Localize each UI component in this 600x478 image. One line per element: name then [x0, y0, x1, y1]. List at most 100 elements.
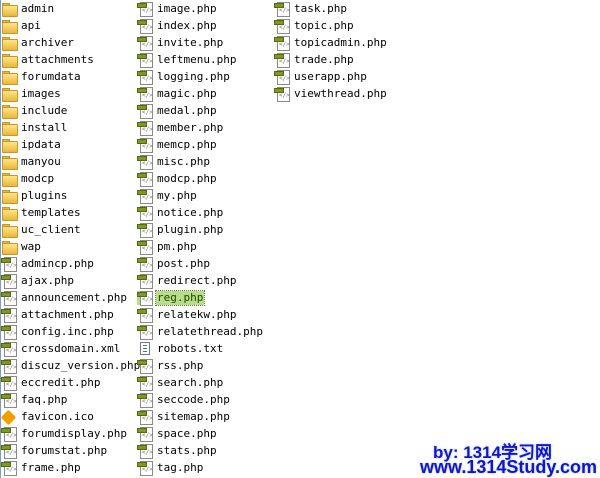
php-file-icon: </>	[1, 460, 17, 476]
item-label: my.php	[157, 188, 197, 202]
file-item[interactable]: </>plugin.php	[137, 221, 264, 238]
folder-item[interactable]: archiver	[1, 34, 141, 51]
folder-icon	[1, 87, 18, 102]
file-item[interactable]: </>frame.php	[1, 459, 141, 476]
folder-icon	[1, 206, 18, 221]
file-item[interactable]: </>redirect.php	[137, 272, 264, 289]
folder-item[interactable]: modcp	[1, 170, 141, 187]
file-item[interactable]: </>userapp.php	[274, 68, 388, 85]
item-label: faq.php	[21, 392, 68, 406]
php-file-icon: </>	[137, 205, 153, 221]
php-file-icon: </>	[1, 307, 17, 323]
file-item[interactable]: </>topic.php	[274, 17, 388, 34]
file-item[interactable]: </>pm.php	[137, 238, 264, 255]
item-label: include	[21, 103, 68, 117]
php-file-icon: </>	[137, 460, 153, 476]
folder-item[interactable]: wap	[1, 238, 141, 255]
php-file-icon: </>	[274, 18, 290, 34]
php-file-icon: </>	[137, 324, 153, 340]
file-item[interactable]: </>post.php	[137, 255, 264, 272]
file-item[interactable]: </>forumdisplay.php	[1, 425, 141, 442]
item-label: admin	[21, 1, 55, 15]
file-item[interactable]: </>viewthread.php	[274, 85, 388, 102]
file-item[interactable]: favicon.ico	[0, 408, 141, 425]
file-item[interactable]: </>crossdomain.xml	[1, 340, 141, 357]
file-item[interactable]: </>leftmenu.php	[137, 51, 264, 68]
folder-item[interactable]: include	[1, 102, 141, 119]
php-file-icon: </>	[137, 443, 153, 459]
file-item[interactable]: </>notice.php	[137, 204, 264, 221]
item-label: image.php	[157, 1, 217, 15]
file-item[interactable]: </>forumstat.php	[1, 442, 141, 459]
item-label: ipdata	[21, 137, 61, 151]
text-file-icon	[137, 341, 153, 356]
file-item[interactable]: </>modcp.php	[137, 170, 264, 187]
file-item[interactable]: </>memcp.php	[137, 136, 264, 153]
folder-item[interactable]: templates	[1, 204, 141, 221]
folder-item[interactable]: attachments	[1, 51, 141, 68]
watermark-line-2: www.1314Study.com	[420, 457, 598, 477]
file-item[interactable]: robots.txt	[137, 340, 264, 357]
folder-item[interactable]: forumdata	[1, 68, 141, 85]
php-file-icon: </>	[1, 273, 17, 289]
file-item[interactable]: </>my.php	[137, 187, 264, 204]
php-file-icon: </>	[137, 273, 153, 289]
file-item[interactable]: </>relatethread.php	[137, 323, 264, 340]
file-item[interactable]: </>attachment.php	[1, 306, 141, 323]
item-label: trade.php	[294, 52, 354, 66]
item-label: images	[21, 86, 61, 100]
php-file-icon: </>	[137, 137, 153, 153]
file-item[interactable]: </>config.inc.php	[1, 323, 141, 340]
folder-item[interactable]: api	[1, 17, 141, 34]
item-label: discuz_version.php	[21, 358, 141, 372]
folder-item[interactable]: plugins	[1, 187, 141, 204]
php-file-icon: </>	[137, 1, 153, 17]
folder-item[interactable]: install	[1, 119, 141, 136]
php-file-icon: </>	[274, 69, 290, 85]
file-item[interactable]: </>eccredit.php	[1, 374, 141, 391]
file-item[interactable]: </>trade.php	[274, 51, 388, 68]
item-label: relatekw.php	[157, 307, 237, 321]
item-label: archiver	[21, 35, 74, 49]
file-item[interactable]: </>task.php	[274, 0, 388, 17]
item-label: modcp.php	[157, 171, 217, 185]
php-file-icon: </>	[1, 392, 17, 408]
php-file-icon: </>	[137, 52, 153, 68]
folder-item[interactable]: manyou	[1, 153, 141, 170]
php-file-icon: </>	[274, 35, 290, 51]
item-label: templates	[21, 205, 81, 219]
file-item[interactable]: </>ajax.php	[1, 272, 141, 289]
file-item[interactable]: </>reg.php	[137, 289, 264, 306]
file-item[interactable]: </>rss.php	[137, 357, 264, 374]
file-item[interactable]: </>stats.php	[137, 442, 264, 459]
item-label: post.php	[157, 256, 210, 270]
file-item[interactable]: </>tag.php	[137, 459, 264, 476]
folder-item[interactable]: images	[1, 85, 141, 102]
file-item[interactable]: </>search.php	[137, 374, 264, 391]
file-item[interactable]: </>medal.php	[137, 102, 264, 119]
file-item[interactable]: </>relatekw.php	[137, 306, 264, 323]
file-item[interactable]: </> faq.php	[1, 391, 141, 408]
file-item[interactable]: </>member.php	[137, 119, 264, 136]
folder-item[interactable]: uc_client	[1, 221, 141, 238]
folder-item[interactable]: ipdata	[1, 136, 141, 153]
file-item[interactable]: </>index.php	[137, 17, 264, 34]
file-item[interactable]: </>seccode.php	[137, 391, 264, 408]
file-item[interactable]: </>sitemap.php	[137, 408, 264, 425]
file-item[interactable]: </>logging.php	[137, 68, 264, 85]
file-item[interactable]: </>magic.php	[137, 85, 264, 102]
file-item[interactable]: </>admincp.php	[1, 255, 141, 272]
item-label: sitemap.php	[157, 409, 230, 423]
file-item[interactable]: </>topicadmin.php	[274, 34, 388, 51]
folder-item[interactable]: admin	[1, 0, 141, 17]
file-item[interactable]: </>space.php	[137, 425, 264, 442]
file-column-2: </>image.php</>index.php</>invite.php</>…	[137, 0, 264, 476]
item-label: robots.txt	[157, 341, 224, 355]
file-item[interactable]: </>discuz_version.php	[1, 357, 141, 374]
file-item[interactable]: </>misc.php	[137, 153, 264, 170]
item-label: forumdata	[21, 69, 81, 83]
file-item[interactable]: </>invite.php	[137, 34, 264, 51]
file-item[interactable]: </> image.php	[137, 0, 264, 17]
file-item[interactable]: </>announcement.php	[1, 289, 141, 306]
